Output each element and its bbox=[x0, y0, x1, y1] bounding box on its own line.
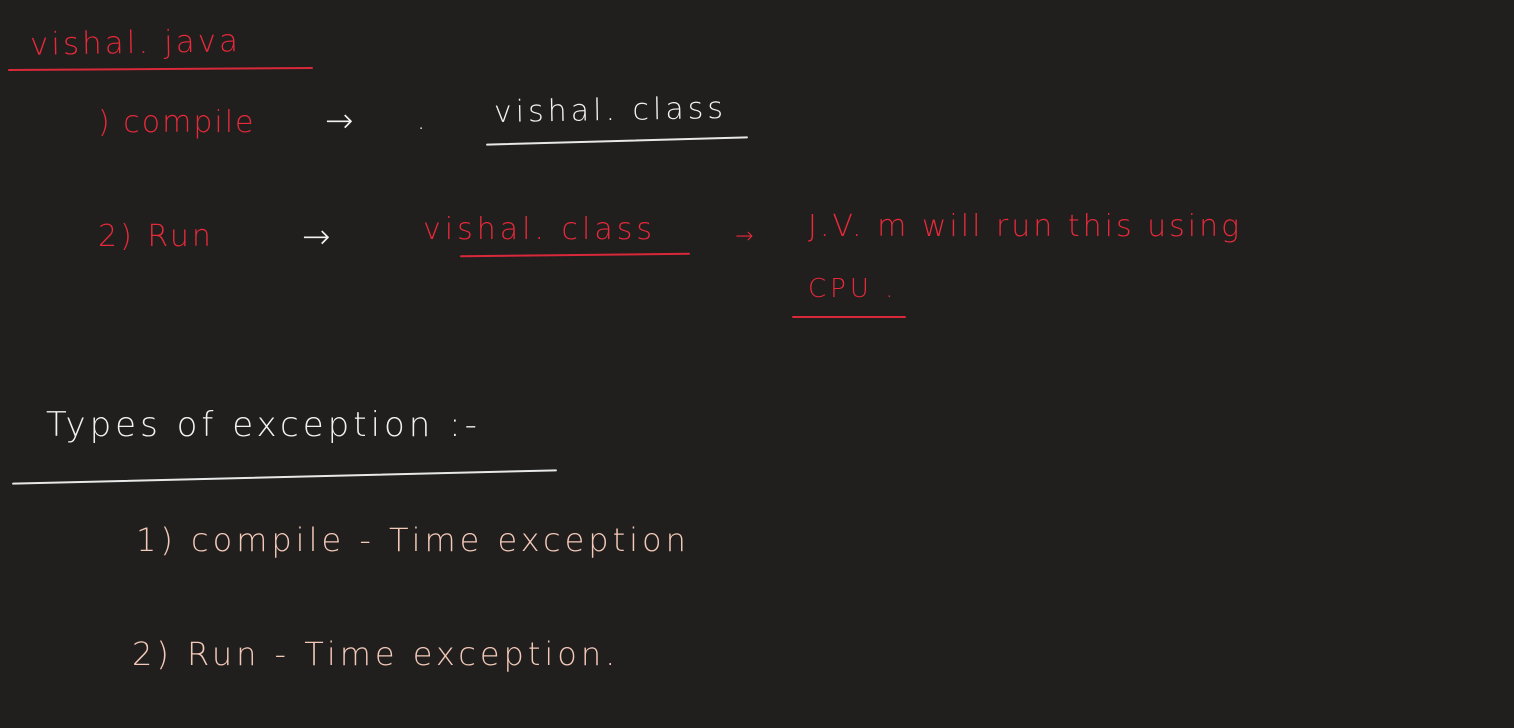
step1-label: ) compile bbox=[98, 105, 256, 140]
section-heading: Types of exception :- bbox=[46, 405, 481, 445]
cpu-underline bbox=[792, 316, 906, 318]
step2-text-line1: J.V. m will run this using bbox=[808, 209, 1243, 244]
section-heading-underline bbox=[12, 469, 557, 485]
exception-item-1: 1) compile - Time exception bbox=[136, 521, 690, 559]
step2-text-line2: CPU . bbox=[808, 274, 898, 304]
step2-arrow2: → bbox=[735, 224, 754, 249]
step1-output: vishal. class bbox=[493, 90, 728, 131]
step2-input-underline bbox=[459, 252, 691, 258]
title-underline bbox=[7, 66, 314, 72]
step1-arrow: → bbox=[325, 101, 354, 141]
step1-output-underline bbox=[486, 136, 748, 146]
step2-label: 2) Run bbox=[98, 219, 214, 254]
note-title: vishal. java bbox=[29, 23, 242, 63]
exception-item-2: 2) Run - Time exception. bbox=[132, 635, 620, 673]
step2-arrow: → bbox=[302, 217, 331, 257]
step2-input: vishal. class bbox=[423, 212, 656, 247]
step1-dot: . bbox=[417, 106, 426, 136]
